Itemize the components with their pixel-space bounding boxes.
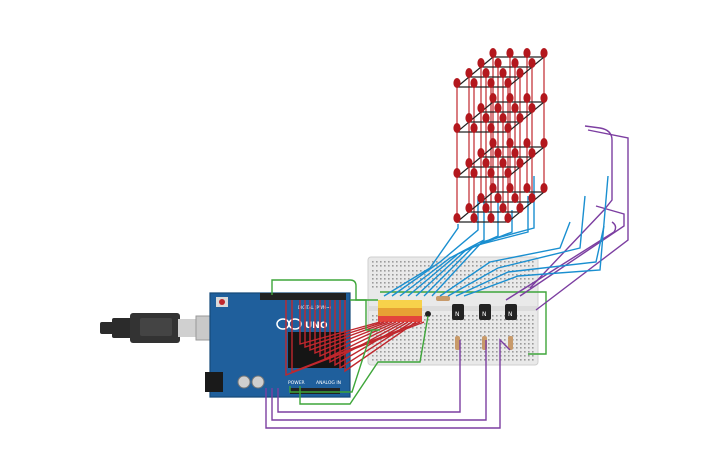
cube-led-26 — [494, 148, 502, 158]
transistor-2: N — [479, 304, 491, 320]
cube-led-13 — [489, 183, 497, 193]
cube-led-12 — [528, 193, 536, 203]
cube-led-23 — [499, 158, 507, 168]
cube-led-49 — [453, 78, 461, 88]
transistor-2-label: N — [482, 311, 487, 318]
resistor-1 — [455, 336, 460, 350]
red-wires — [285, 300, 425, 377]
cube-led-4 — [504, 213, 512, 223]
resistor-3 — [508, 336, 513, 350]
cube-led-18 — [470, 168, 478, 178]
cube-led-25 — [477, 148, 485, 158]
cube-led-38 — [482, 113, 490, 123]
cube-led-8 — [516, 203, 524, 213]
cube-led-52 — [504, 78, 512, 88]
push-button — [425, 311, 431, 317]
cube-led-32 — [540, 138, 548, 148]
uno-label: UNO — [305, 321, 328, 331]
cube-led-19 — [487, 168, 495, 178]
cube-led-6 — [482, 203, 490, 213]
cube-led-57 — [477, 58, 485, 68]
cube-led-62 — [506, 48, 514, 58]
led-cube — [453, 48, 548, 223]
cube-led-55 — [499, 68, 507, 78]
cube-led-17 — [453, 168, 461, 178]
cube-led-33 — [453, 123, 461, 133]
cube-led-46 — [506, 93, 514, 103]
cube-led-20 — [504, 168, 512, 178]
cube-led-22 — [482, 158, 490, 168]
arduino-board: UNO POWER ANALOG IN DIGITAL (PWM~) — [205, 292, 351, 398]
cube-led-15 — [523, 183, 531, 193]
analog-in-label: ANALOG IN — [316, 380, 341, 386]
cube-led-47 — [523, 93, 531, 103]
cube-led-42 — [494, 103, 502, 113]
cube-led-7 — [499, 203, 507, 213]
cube-led-29 — [489, 138, 497, 148]
purple-wires — [265, 125, 629, 429]
transistor-1-label: N — [455, 311, 460, 318]
transistor-3-label: N — [508, 311, 513, 318]
cube-led-60 — [528, 58, 536, 68]
arduino-logo — [276, 318, 302, 330]
cube-led-16 — [540, 183, 548, 193]
cube-led-14 — [506, 183, 514, 193]
cube-led-40 — [516, 113, 524, 123]
cube-led-53 — [465, 68, 473, 78]
blue-wires — [383, 175, 609, 297]
cube-led-51 — [487, 78, 495, 88]
cube-led-36 — [504, 123, 512, 133]
cube-led-27 — [511, 148, 519, 158]
cube-led-37 — [465, 113, 473, 123]
cube-led-58 — [494, 58, 502, 68]
transistor-1: N — [452, 304, 464, 320]
cube-led-3 — [487, 213, 495, 223]
cube-led-59 — [511, 58, 519, 68]
cube-led-5 — [465, 203, 473, 213]
cube-led-54 — [482, 68, 490, 78]
cube-led-41 — [477, 103, 485, 113]
cube-led-31 — [523, 138, 531, 148]
cube-led-9 — [477, 193, 485, 203]
cube-led-50 — [470, 78, 478, 88]
cube-led-48 — [540, 93, 548, 103]
cube-led-35 — [487, 123, 495, 133]
cube-led-56 — [516, 68, 524, 78]
breadboard-led-row — [378, 300, 422, 322]
cube-led-28 — [528, 148, 536, 158]
cube-led-43 — [511, 103, 519, 113]
cube-led-39 — [499, 113, 507, 123]
usb-cable — [100, 313, 225, 343]
cube-led-10 — [494, 193, 502, 203]
cube-led-24 — [516, 158, 524, 168]
cube-led-30 — [506, 138, 514, 148]
transistor-3: N — [505, 304, 517, 320]
power-label: POWER — [288, 380, 305, 386]
cube-led-1 — [453, 213, 461, 223]
cube-led-61 — [489, 48, 497, 58]
cube-led-44 — [528, 103, 536, 113]
cube-led-45 — [489, 93, 497, 103]
cube-led-2 — [470, 213, 478, 223]
cube-led-34 — [470, 123, 478, 133]
cube-led-21 — [465, 158, 473, 168]
resistor-horizontal — [436, 296, 450, 301]
cube-led-11 — [511, 193, 519, 203]
cube-led-63 — [523, 48, 531, 58]
cube-led-64 — [540, 48, 548, 58]
